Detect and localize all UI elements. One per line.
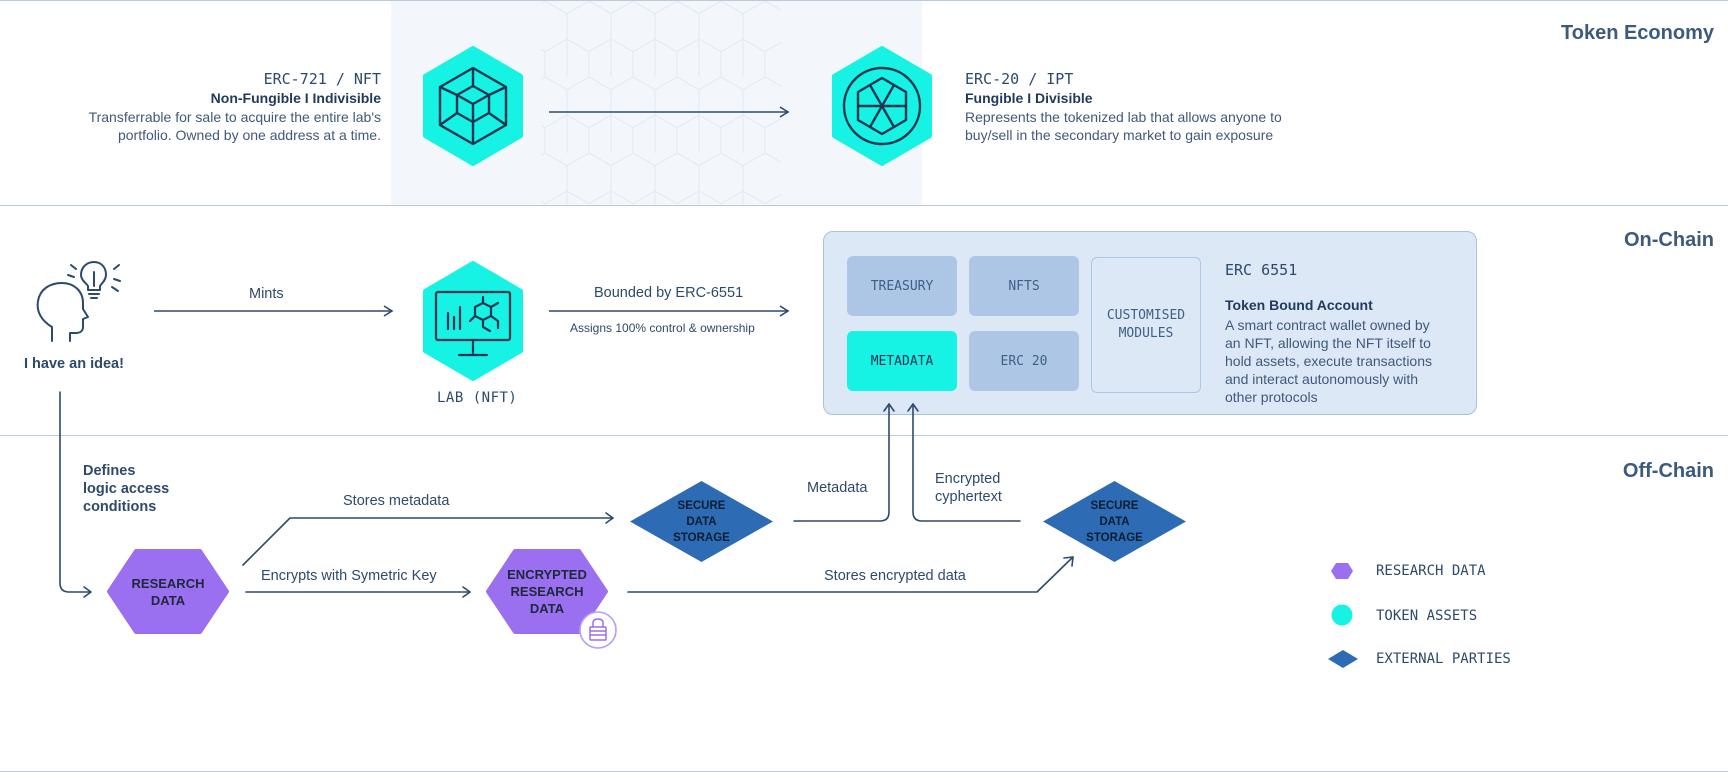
token-convert-arrow <box>549 106 790 118</box>
legend-token-assets-icon <box>1331 604 1353 626</box>
secure-storage-2-line: STORAGE <box>1086 531 1143 544</box>
cyphertext-up-arrow <box>912 403 1021 522</box>
defines-label-line: Defines <box>83 463 136 479</box>
legend-research-data-icon <box>1331 563 1353 579</box>
ipt-token-desc-2: buy/sell in the secondary market to gain… <box>965 127 1274 143</box>
secure-storage-1-line: STORAGE <box>673 531 730 544</box>
legend-research-data: RESEARCH DATA <box>1376 563 1486 579</box>
top-border <box>0 0 1728 1</box>
tba-subtitle: Token Bound Account <box>1225 297 1373 313</box>
treasury-box: TREASURY <box>847 256 957 316</box>
tba-description: A smart contract wallet owned by an NFT,… <box>1225 316 1465 406</box>
nfts-box: NFTS <box>969 256 1079 316</box>
research-data-line: DATA <box>150 592 186 608</box>
ipt-token-code: ERC-20 / IPT <box>965 70 1074 88</box>
research-data-line: RESEARCH <box>131 575 205 591</box>
legend-external-parties: EXTERNAL PARTIES <box>1376 651 1511 667</box>
legend-external-parties-icon <box>1328 650 1358 668</box>
stores-encrypted-label: Stores encrypted data <box>824 568 966 584</box>
section-title-off-chain: Off-Chain <box>1622 460 1714 482</box>
encrypted-research-data-label: ENCRYPTED RESEARCH DATA <box>485 548 609 635</box>
section-title-on-chain: On-Chain <box>1624 229 1714 251</box>
cyphertext-label-line: cyphertext <box>935 489 1002 505</box>
secure-storage-1-shape <box>630 481 773 562</box>
bounded-sub-label: Assigns 100% control & ownership <box>570 321 755 335</box>
nft-token-desc-1: Transferrable for sale to acquire the en… <box>88 109 381 125</box>
customised-modules-box: CUSTOMISED MODULES <box>1091 257 1201 393</box>
encrypted-research-data-line: RESEARCH <box>510 584 584 599</box>
stores-encrypted-arrow <box>627 556 1074 593</box>
divider-token-onchain <box>0 205 1728 206</box>
defines-label: Defines logic access conditions <box>83 462 169 516</box>
research-data-label: RESEARCH DATA <box>106 548 230 635</box>
legend-token-assets: TOKEN ASSETS <box>1376 608 1478 624</box>
ipt-token-desc-1: Represents the tokenized lab that allows… <box>965 109 1282 125</box>
ipt-token-info: ERC-20 / IPT Fungible I Divisible Repres… <box>965 70 1365 144</box>
idea-label: I have an idea! <box>24 356 124 372</box>
bounded-label: Bounded by ERC-6551 <box>594 285 744 301</box>
secure-storage-1-label: SECURE DATA STORAGE <box>629 480 774 563</box>
tba-desc-line: hold assets, execute transactions <box>1225 353 1433 369</box>
secure-storage-1-line: DATA <box>686 515 717 528</box>
stores-metadata-label: Stores metadata <box>343 493 450 509</box>
nft-token-desc-2: portfolio. Owned by one address at a tim… <box>117 127 381 143</box>
tba-desc-line: other protocols <box>1225 389 1318 405</box>
secure-storage-1-line: SECURE <box>677 499 726 512</box>
nft-token-subtitle: Non-Fungible I Indivisible <box>210 90 381 106</box>
section-title-token-economy: Token Economy <box>1561 22 1714 44</box>
nft-token-info: ERC-721 / NFT Non-Fungible I Indivisible… <box>40 70 381 144</box>
metadata-flow-label: Metadata <box>807 480 868 496</box>
secure-storage-2-shape <box>1043 481 1186 562</box>
secure-storage-2-line: DATA <box>1099 515 1130 528</box>
cyphertext-label: Encrypted cyphertext <box>935 470 1002 506</box>
customised-modules-line1: CUSTOMISED <box>1106 308 1186 323</box>
mints-arrow <box>154 305 394 317</box>
defines-label-line: logic access <box>83 481 170 497</box>
bounded-arrow <box>549 305 790 317</box>
encrypted-research-data-line: ENCRYPTED <box>507 567 587 582</box>
encrypts-label: Encrypts with Symetric Key <box>261 568 437 584</box>
tba-desc-line: and interact autonomously with <box>1225 371 1418 387</box>
lock-icon <box>579 611 617 649</box>
idea-head-icon <box>36 261 121 342</box>
tba-title: ERC 6551 <box>1225 261 1298 279</box>
secure-storage-2-label: SECURE DATA STORAGE <box>1042 480 1187 563</box>
encrypted-research-data-shape <box>486 549 608 634</box>
nft-cube-icon <box>423 46 523 166</box>
tba-desc-line: A smart contract wallet owned by <box>1225 317 1430 333</box>
customised-modules-line2: MODULES <box>1118 326 1174 341</box>
cyphertext-label-line: Encrypted <box>935 471 1001 487</box>
research-data-shape <box>107 549 229 634</box>
encrypted-research-data-line: DATA <box>529 601 565 616</box>
metadata-box: METADATA <box>847 331 957 391</box>
defines-label-line: conditions <box>83 499 157 515</box>
divider-onchain-offchain <box>0 435 1728 436</box>
secure-storage-2-line: SECURE <box>1090 499 1139 512</box>
lab-label: LAB (NFT) <box>437 390 518 406</box>
lab-monitor-icon <box>423 261 523 381</box>
ipt-token-icon <box>832 46 932 166</box>
metadata-up-arrow <box>793 403 890 522</box>
mints-label: Mints <box>249 286 284 302</box>
stores-metadata-arrow <box>242 517 614 566</box>
ipt-token-subtitle: Fungible I Divisible <box>965 90 1093 106</box>
defines-arrow <box>59 391 91 593</box>
nft-token-code: ERC-721 / NFT <box>263 70 381 88</box>
tba-desc-line: an NFT, allowing the NFT itself to <box>1225 335 1431 351</box>
erc20-box: ERC 20 <box>969 331 1079 391</box>
